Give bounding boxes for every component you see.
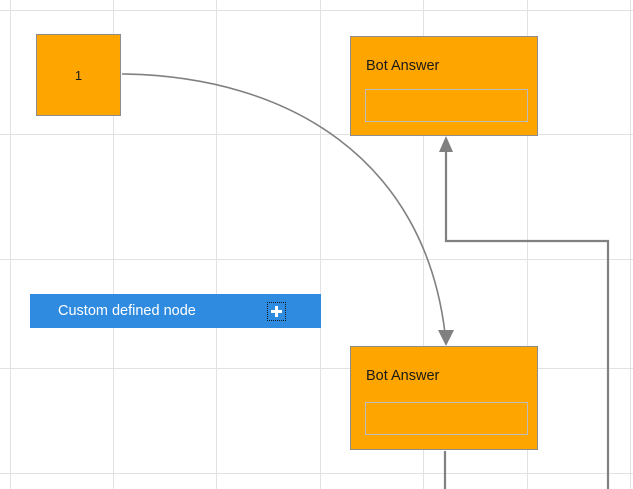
gridline-vertical [630, 0, 631, 489]
gridline-horizontal [0, 10, 633, 11]
node-start-label: 1 [74, 67, 83, 83]
gridline-horizontal [0, 134, 633, 135]
arrowhead-down-icon [438, 330, 454, 346]
plus-icon[interactable] [267, 301, 286, 321]
palette-item-label: Custom defined node [58, 302, 196, 319]
gridline-vertical [320, 0, 321, 489]
gridline-horizontal [0, 473, 633, 474]
gridline-horizontal [0, 368, 633, 369]
node-bot-answer-top[interactable]: Bot Answer [350, 36, 538, 136]
arrowhead-up-icon [439, 136, 453, 152]
gridline-vertical [216, 0, 217, 489]
node-bot-answer-bottom[interactable]: Bot Answer [350, 346, 538, 450]
node-start[interactable]: 1 [36, 34, 121, 116]
palette-item-custom-defined-node[interactable]: Custom defined node [30, 294, 321, 328]
node-bot-answer-title: Bot Answer [366, 368, 440, 384]
gridline-vertical [10, 0, 11, 489]
node-bot-answer-title: Bot Answer [366, 58, 440, 74]
node-bot-answer-slot[interactable] [365, 402, 528, 435]
gridline-horizontal [0, 259, 633, 260]
node-bot-answer-slot[interactable] [365, 89, 528, 122]
